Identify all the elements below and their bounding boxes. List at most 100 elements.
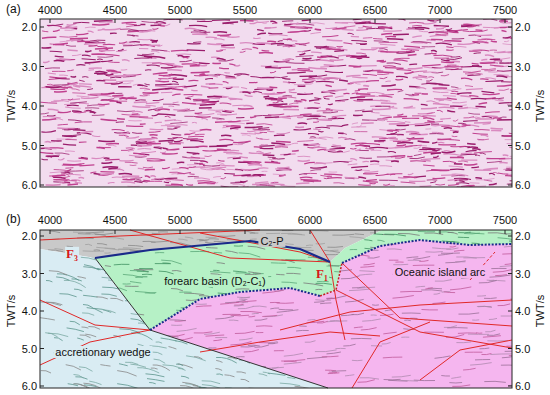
seismic-reflection: [165, 179, 184, 180]
seismic-reflection: [297, 141, 313, 142]
seismic-reflection: [155, 179, 164, 181]
seismic-reflection: [179, 168, 188, 169]
seismic-reflection: [76, 64, 85, 66]
reflector-line: [97, 297, 108, 299]
seismic-reflection: [503, 37, 511, 38]
reflector-line: [265, 256, 279, 258]
seismic-reflection: [208, 98, 220, 99]
seismic-reflection: [65, 172, 71, 173]
seismic-reflection: [350, 159, 357, 161]
seismic-reflection: [427, 179, 438, 180]
seismic-reflection: [234, 74, 249, 75]
reflector-line: [318, 312, 333, 315]
reflector-line: [180, 326, 199, 328]
seismic-reflection: [289, 103, 298, 104]
reflector-line: [322, 376, 337, 379]
reflector-line: [250, 238, 257, 240]
reflector-line: [464, 247, 486, 249]
seismic-reflection: [203, 165, 220, 167]
reflector-line: [291, 276, 311, 282]
reflector-line: [444, 324, 453, 326]
seismic-reflection: [453, 131, 459, 133]
seismic-reflection: [379, 119, 387, 121]
reflector-line: [130, 245, 149, 247]
seismic-reflection: [359, 96, 365, 98]
seismic-reflection: [482, 91, 495, 93]
seismic-reflection: [269, 35, 288, 36]
seismic-reflection: [50, 43, 56, 45]
seismic-reflection: [476, 30, 488, 32]
seismic-reflection: [71, 76, 77, 78]
seismic-reflection: [475, 118, 494, 120]
reflector-line: [306, 245, 313, 247]
seismic-reflection: [360, 65, 377, 67]
seismic-reflection: [134, 101, 147, 103]
seismic-reflection: [366, 180, 377, 181]
seismic-reflection: [253, 175, 261, 177]
seismic-reflection: [279, 67, 291, 69]
seismic-reflection: [226, 76, 235, 77]
reflector-line: [472, 243, 482, 245]
seismic-reflection: [196, 116, 211, 118]
seismic-reflection: [405, 121, 411, 123]
reflector-line: [279, 294, 294, 297]
seismic-reflection: [265, 67, 281, 69]
seismic-reflection: [281, 185, 296, 186]
seismic-reflection: [457, 93, 472, 94]
seismic-reflection: [335, 100, 348, 101]
reflector-line: [85, 244, 92, 245]
seismic-reflection: [145, 69, 151, 70]
seismic-reflection: [257, 33, 266, 34]
seismic-reflection: [252, 174, 263, 176]
seismic-reflection: [199, 164, 204, 165]
seismic-reflection: [112, 95, 123, 97]
reflector-line: [225, 251, 237, 253]
seismic-reflection: [269, 159, 276, 160]
seismic-reflection: [427, 121, 434, 122]
seismic-reflection: [189, 130, 201, 132]
seismic-reflection: [406, 28, 415, 30]
seismic-reflection: [426, 80, 432, 82]
seismic-reflection: [172, 89, 183, 90]
seismic-reflection: [193, 100, 209, 101]
seismic-reflection: [354, 170, 370, 171]
seismic-reflection: [260, 132, 267, 133]
seismic-reflection: [192, 32, 204, 33]
reflector-line: [171, 253, 189, 256]
seismic-reflection: [381, 102, 397, 104]
seismic-reflection: [472, 65, 482, 67]
seismic-reflection: [307, 107, 318, 109]
seismic-reflection: [394, 58, 409, 60]
seismic-reflection: [418, 75, 427, 77]
reflector-line: [254, 265, 265, 268]
reflector-line: [290, 239, 301, 240]
seismic-reflection: [187, 43, 200, 44]
reflector-line: [430, 323, 439, 325]
seismic-reflection: [385, 36, 396, 38]
seismic-reflection: [305, 82, 313, 84]
seismic-reflection: [310, 167, 327, 168]
reflector-line: [188, 311, 209, 313]
reflector-line: [448, 232, 458, 234]
seismic-reflection: [171, 50, 188, 52]
seismic-reflection: [250, 77, 261, 78]
reflector-line: [469, 233, 484, 234]
seismic-reflection: [333, 182, 344, 184]
seismic-reflection: [314, 98, 321, 99]
seismic-reflection: [302, 78, 315, 80]
seismic-reflection: [156, 79, 161, 80]
seismic-reflection: [353, 66, 361, 67]
seismic-reflection: [72, 92, 85, 94]
seismic-reflection: [476, 106, 486, 108]
seismic-reflection: [408, 68, 423, 69]
reflector-line: [489, 246, 495, 247]
seismic-reflection: [408, 138, 423, 140]
reflector-line: [59, 294, 76, 297]
seismic-reflection: [401, 182, 416, 183]
seismic-reflection: [146, 102, 160, 103]
seismic-reflection: [371, 150, 382, 151]
seismic-reflection: [42, 30, 48, 32]
seismic-reflection: [346, 75, 361, 76]
seismic-reflection: [227, 36, 239, 38]
reflector-line: [305, 296, 316, 299]
